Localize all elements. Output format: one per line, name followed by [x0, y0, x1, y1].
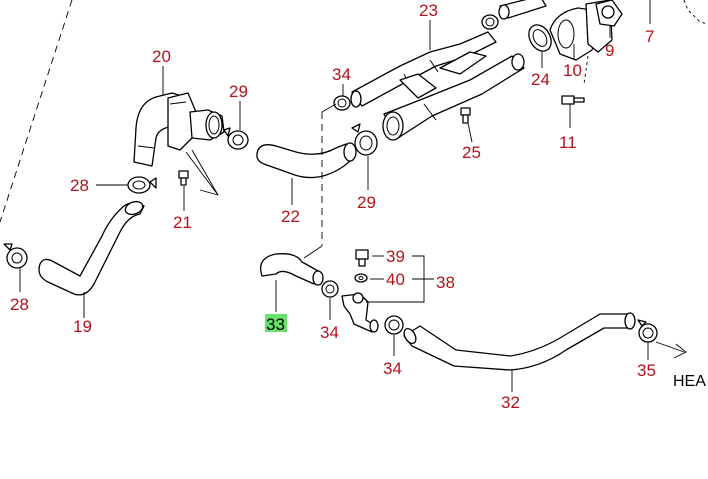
highlight-33: [265, 314, 287, 332]
label-38: 38: [436, 273, 455, 292]
label-34-upper: 34: [332, 65, 351, 84]
hose-33[interactable]: [259, 253, 324, 286]
bolt-11[interactable]: [561, 95, 585, 105]
bolt-21[interactable]: [178, 170, 189, 186]
washer-40[interactable]: [354, 273, 368, 283]
clamp-35[interactable]: [637, 319, 658, 343]
clamp-29-upper[interactable]: [223, 127, 249, 150]
label-11: 11: [559, 133, 577, 152]
label-32: 32: [501, 393, 520, 412]
leader-25: [467, 122, 473, 143]
label-29-upper: 29: [229, 82, 248, 101]
bracket-38: [412, 255, 434, 303]
heater-arrow: [655, 341, 687, 359]
label-21: 21: [173, 213, 192, 232]
hose-22[interactable]: [256, 142, 357, 179]
label-24: 24: [531, 70, 550, 89]
label-28-lower: 28: [10, 295, 29, 314]
label-19: 19: [73, 317, 92, 336]
label-20: 20: [152, 47, 171, 66]
pipe-23[interactable]: [350, 0, 547, 108]
hose-19[interactable]: [38, 199, 145, 296]
t-fitting[interactable]: [341, 292, 379, 333]
label-39: 39: [386, 247, 405, 266]
label-33: 33: [266, 315, 285, 334]
label-34-lower: 34: [383, 359, 402, 378]
label-7: 7: [645, 27, 654, 46]
heater-direction-text: HEA: [673, 373, 706, 390]
sensor-9[interactable]: [595, 0, 623, 27]
hose-20[interactable]: [133, 92, 225, 167]
bolt-39[interactable]: [355, 249, 369, 267]
label-40: 40: [386, 270, 405, 289]
clamp-28-upper[interactable]: [127, 176, 157, 194]
clamp-34-middle[interactable]: [321, 280, 339, 298]
label-25: 25: [462, 143, 481, 162]
label-10: 10: [563, 61, 582, 80]
bolt-25[interactable]: [460, 107, 471, 124]
label-9: 9: [605, 41, 614, 60]
gasket-24[interactable]: [524, 21, 555, 55]
pipe-23-lower[interactable]: [382, 53, 525, 141]
clamp-34-upper[interactable]: [333, 95, 351, 111]
clamp-34-lower[interactable]: [384, 315, 404, 335]
label-23: 23: [419, 1, 438, 20]
label-34-middle: 34: [320, 323, 339, 342]
section-boundary-line: [0, 0, 73, 223]
label-35: 35: [637, 361, 656, 380]
hose-32[interactable]: [402, 312, 636, 371]
clamp-29-middle[interactable]: [351, 123, 378, 156]
clamp-28-lower[interactable]: [3, 243, 28, 269]
label-28-upper: 28: [70, 176, 89, 195]
clamp-top[interactable]: [481, 14, 499, 30]
label-22: 22: [281, 207, 300, 226]
label-29-middle: 29: [357, 193, 376, 212]
